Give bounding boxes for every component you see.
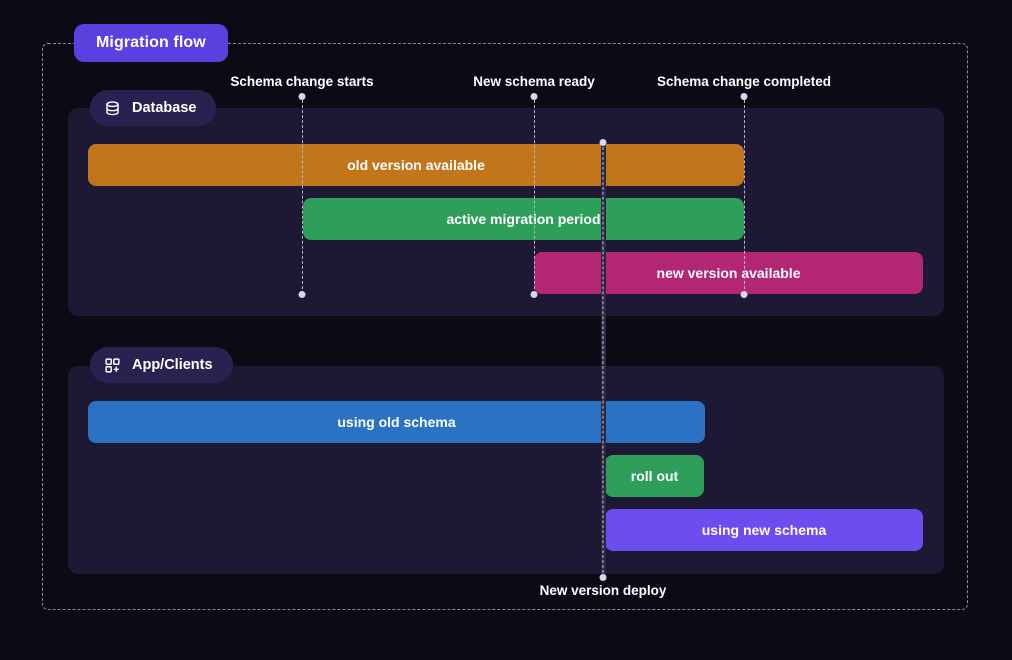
guide-dot-bottom-new-version-deploy (599, 574, 607, 581)
guide-dot-bottom-new-schema-ready (530, 291, 538, 298)
lane-pill-label-database: Database (132, 100, 197, 116)
bar-using-old-schema: using old schema (88, 401, 705, 443)
guide-dot-top-new-schema-ready (530, 93, 538, 100)
bar-label-roll-out: roll out (630, 468, 679, 484)
bar-using-new-schema: using new schema (605, 509, 923, 551)
milestone-label-schema-change-starts: Schema change starts (230, 74, 374, 89)
bar-new-version-available: new version available (534, 252, 923, 294)
bar-label-using-new-schema: using new schema (701, 522, 827, 538)
bar-label-using-old-schema: using old schema (337, 414, 456, 430)
guide-dot-top-schema-change-starts (298, 93, 306, 100)
bar-roll-out: roll out (605, 455, 704, 497)
milestone-label-new-schema-ready: New schema ready (473, 74, 595, 89)
diagram-title-text: Migration flow (96, 34, 206, 51)
lane-pill-label-app-clients: App/Clients (132, 357, 213, 373)
bar-label-old-version-available: old version available (347, 157, 485, 173)
bar-label-new-version-available: new version available (656, 265, 801, 281)
guide-dot-bottom-schema-change-starts (298, 291, 306, 298)
guide-dot-top-new-version-deploy (599, 139, 607, 146)
guide-line-schema-change-starts (302, 100, 303, 294)
bar-old-version-available: old version available (88, 144, 744, 186)
milestone-label-new-version-deploy: New version deploy (539, 583, 667, 598)
guide-dot-top-schema-change-completed (740, 93, 748, 100)
lane-pill-app-clients: App/Clients (90, 347, 233, 383)
diagram-outer-frame (42, 43, 968, 610)
guide-dot-bottom-schema-change-completed (740, 291, 748, 298)
guide-line-new-schema-ready (534, 100, 535, 294)
database-icon (104, 100, 121, 117)
guide-line-new-version-deploy (600, 142, 606, 578)
milestone-label-schema-change-completed: Schema change completed (656, 74, 832, 89)
guide-line-schema-change-completed (744, 100, 745, 294)
diagram-title-badge: Migration flow (74, 24, 228, 62)
grid-plus-icon (104, 357, 121, 374)
bar-label-active-migration-period: active migration period (446, 211, 601, 227)
lane-pill-database: Database (90, 90, 217, 126)
bar-active-migration-period: active migration period (303, 198, 744, 240)
